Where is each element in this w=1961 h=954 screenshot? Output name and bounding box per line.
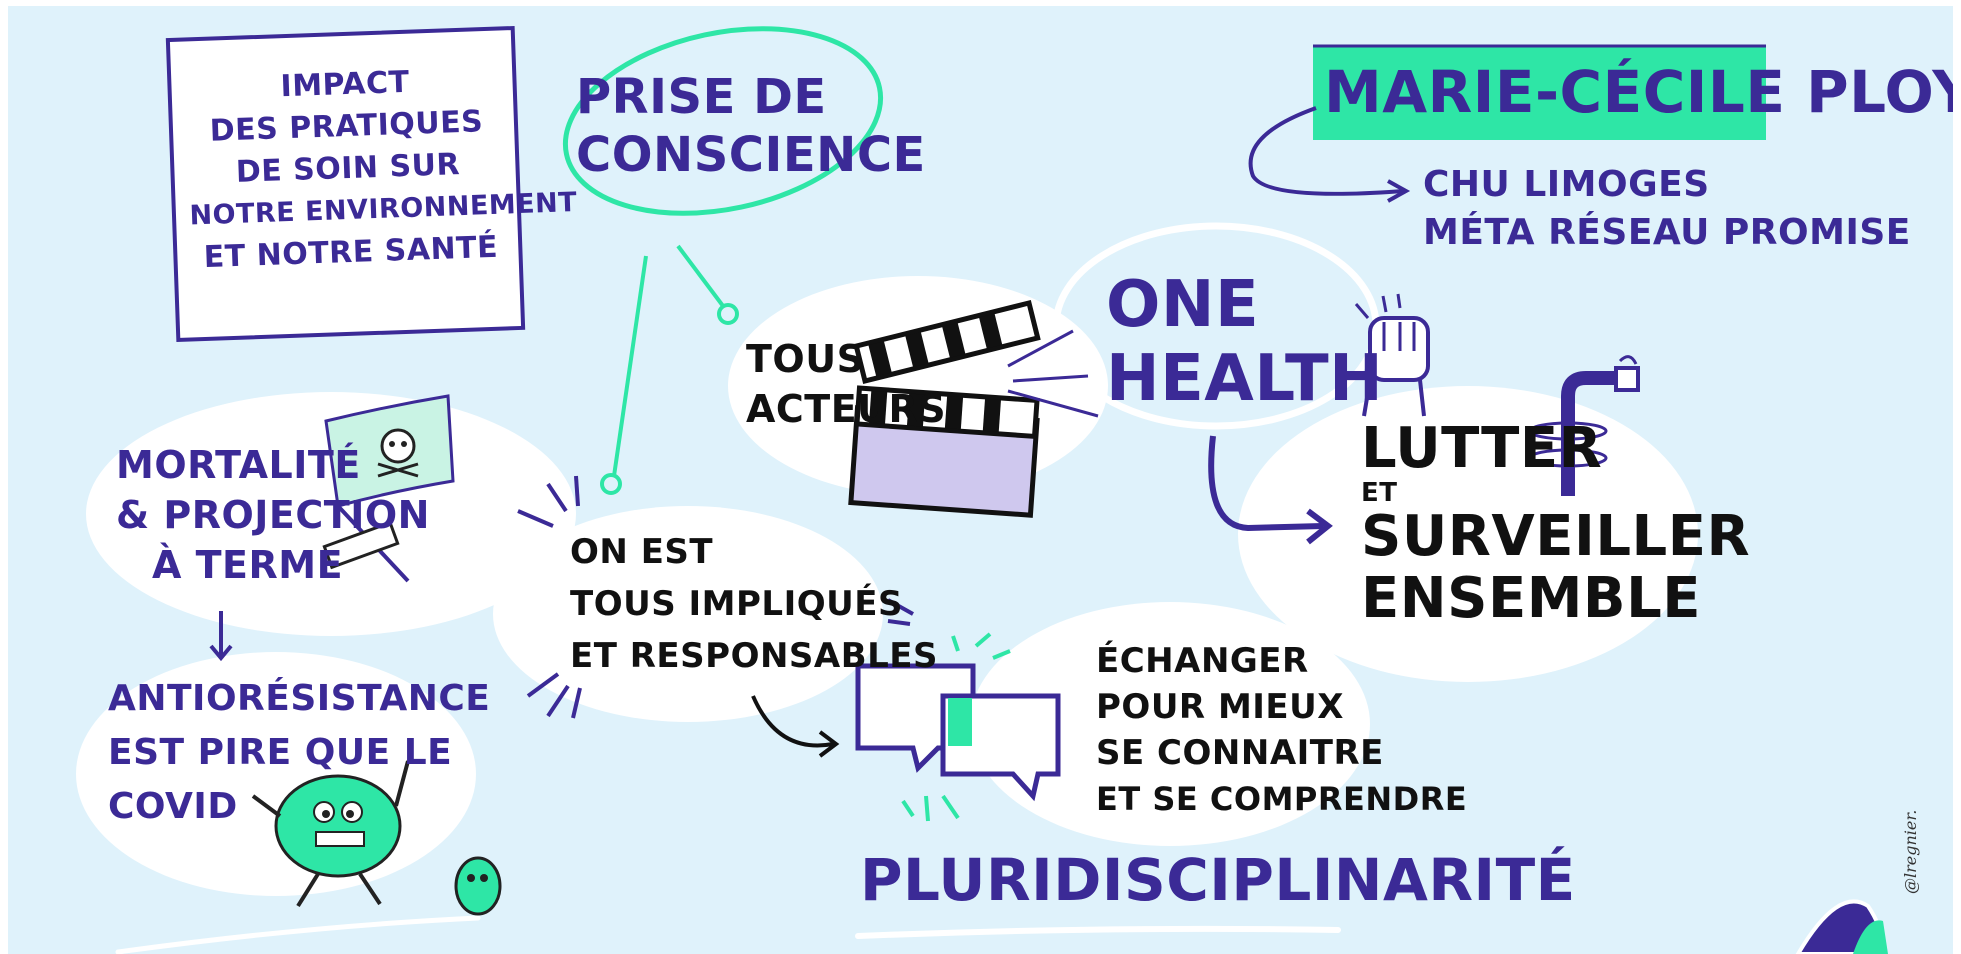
bottom-left-white-stroke [115, 915, 481, 954]
implique: ON EST TOUS IMPLIQUÉS ET RESPONSABLES [570, 526, 938, 682]
chat-bubbles-icon [855, 598, 1061, 822]
implique-arrow [751, 695, 834, 748]
antioresistance: ANTIORÉSISTANCE EST PIRE QUE LE COVID [108, 672, 490, 834]
logo-mark [1795, 899, 1888, 954]
sketch-drawing [76, 25, 1888, 954]
bottom-white-stroke [855, 925, 1341, 939]
ensemble-line: ENSEMBLE [1361, 566, 1702, 631]
lutter-surveiller: LUTTER ET SURVEILLER ENSEMBLE [1361, 418, 1750, 630]
mortalite-bubble [86, 392, 576, 636]
speaker-name: MARIE-CÉCILE PLOY [1324, 58, 1953, 126]
virus-monster-icon [251, 760, 410, 908]
speaker-affiliation: CHU LIMOGES MÉTA RÉSEAU PROMISE [1423, 161, 1911, 257]
conscience-line: CONSCIENCE [576, 127, 926, 183]
pire-line: EST PIRE QUE LE [108, 732, 453, 773]
comprendre-line: ET SE COMPRENDRE [1096, 780, 1468, 818]
echanger-bubble [970, 602, 1370, 846]
speaker-name-highlight [1313, 46, 1766, 140]
one-health-arrow [1208, 435, 1324, 532]
a-terme-line: À TERME [152, 543, 344, 587]
health-line: HEALTH [1106, 342, 1384, 416]
title-board-frame [165, 25, 526, 342]
echanger: ÉCHANGER POUR MIEUX SE CONNAITRE ET SE C… [1096, 638, 1467, 822]
sketchnote-canvas: IMPACT DES PRATIQUES DE SOIN SUR NOTRE E… [8, 6, 1953, 954]
responsables-line: ET RESPONSABLES [570, 636, 939, 676]
periscope-icon [1528, 355, 1640, 496]
small-virus-icon [454, 856, 502, 916]
pour-mieux-line: POUR MIEUX [1096, 687, 1344, 727]
covid-line: COVID [108, 786, 238, 827]
one-health: ONE HEALTH [1106, 268, 1383, 416]
connector-to-implique [612, 255, 648, 477]
echanger-line: ÉCHANGER [1096, 641, 1309, 681]
affiliation-line: MÉTA RÉSEAU PROMISE [1423, 212, 1911, 253]
tous-impliques-line: TOUS IMPLIQUÉS [570, 584, 903, 624]
lutter-line: LUTTER [1361, 416, 1603, 481]
acteurs-line: ACTEURS [746, 387, 947, 431]
mortalite: MORTALITÉ & PROJECTION À TERME [116, 440, 430, 590]
artist-signature: @lregnier. [1901, 809, 1920, 894]
projection-line: & PROJECTION [116, 493, 430, 537]
implique-bubble [493, 506, 883, 722]
pluridisciplinarite: PLURIDISCIPLINARITÉ [860, 846, 1576, 914]
pirate-flag-icon [322, 394, 455, 583]
one-line: ONE [1106, 268, 1260, 342]
connaitre-line: SE CONNAITRE [1096, 733, 1384, 773]
prise-de-conscience-loop [562, 26, 884, 216]
fist-icon [1354, 293, 1430, 417]
sparkle-lines [517, 475, 582, 719]
clapperboard-icon [848, 299, 1099, 518]
affiliation-line: CHU LIMOGES [1423, 164, 1710, 205]
on-est-line: ON EST [570, 532, 714, 572]
connector-to-tous-acteurs [676, 244, 725, 308]
tous-line: TOUS [746, 337, 865, 381]
lutter-bubble [1238, 386, 1698, 682]
speaker-arrow [1248, 106, 1404, 196]
title-board: IMPACT DES PRATIQUES DE SOIN SUR NOTRE E… [184, 58, 578, 279]
et-line: ET [1361, 478, 1398, 508]
antioresistance-line: ANTIORÉSISTANCE [108, 678, 491, 719]
mortalite-line: MORTALITÉ [116, 443, 361, 487]
tous-acteurs: TOUS ACTEURS [746, 334, 946, 434]
surveiller-line: SURVEILLER [1361, 504, 1751, 569]
prise-line: PRISE DE [576, 69, 827, 125]
prise-de-conscience: PRISE DE CONSCIENCE [576, 68, 926, 184]
